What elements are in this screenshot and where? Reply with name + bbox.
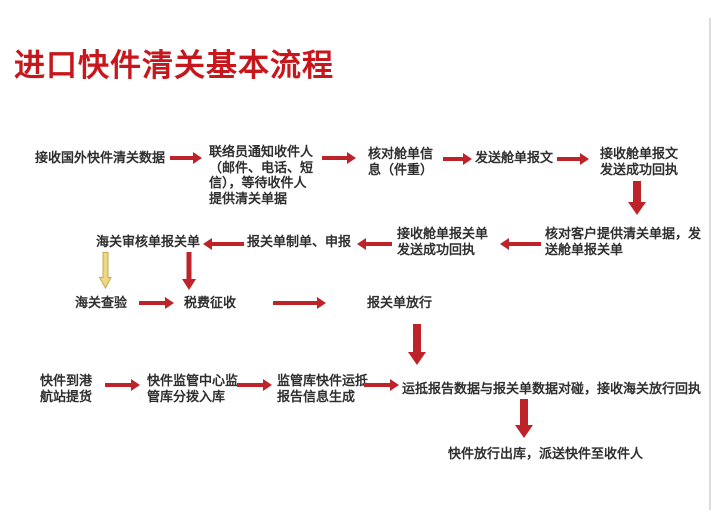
- node-data-matching-release-receipt: 运抵报告数据与报关单数据对碰，接收海关放行回执: [402, 381, 702, 396]
- node-pickup-at-terminal: 快件到港 航站提货: [40, 373, 93, 404]
- node-receive-declaration-receipt: 接收舱单报关单 发送成功回执: [397, 226, 489, 257]
- node-arrival-report-generated: 监管库快件运抵 报告信息生成: [277, 373, 369, 404]
- arrow-down-icon: [408, 324, 426, 365]
- node-supervision-center-warehouse: 快件监管中心监 管库分拨入库: [147, 373, 239, 404]
- arrow-down-icon: [181, 252, 196, 290]
- node-create-declaration: 报关单制单、申报: [247, 234, 352, 249]
- arrow-right-icon: [364, 379, 399, 391]
- node-declaration-release: 报关单放行: [367, 295, 433, 310]
- arrow-right-icon: [557, 153, 589, 165]
- page-title: 进口快件清关基本流程: [14, 48, 334, 83]
- node-customs-inspection: 海关查验: [75, 295, 128, 310]
- arrow-right-icon: [170, 152, 202, 164]
- node-notify-consignee: 联络员通知收件人 （邮件、电话、短 信），等待收件人 提供清关单据: [209, 144, 314, 206]
- arrow-right-icon: [273, 297, 326, 309]
- node-customs-review-declaration: 海关审核单报关单: [96, 234, 201, 249]
- page-edge-border: [709, 18, 711, 510]
- arrow-down-icon: [515, 399, 533, 438]
- arrow-down-yellow-icon: [99, 252, 112, 289]
- node-verify-manifest-info: 核对舱单信 息（件重）: [368, 146, 434, 177]
- arrow-right-icon: [105, 379, 140, 391]
- arrow-right-icon: [237, 379, 272, 391]
- node-receive-manifest-receipt: 接收舱单报文 发送成功回执: [600, 146, 679, 177]
- node-receive-overseas-clearance-data: 接收国外快件清关数据: [35, 150, 166, 165]
- arrow-left-icon: [357, 238, 392, 250]
- arrow-left-icon: [203, 238, 244, 250]
- node-tax-collection: 税费征收: [184, 295, 237, 310]
- arrow-right-icon: [139, 297, 174, 309]
- arrow-down-icon: [628, 181, 646, 215]
- node-verify-customer-docs: 核对客户提供清关单据，发 送舱单报关单: [545, 226, 702, 257]
- arrow-right-icon: [443, 153, 472, 165]
- node-send-manifest-message: 发送舱单报文: [475, 150, 554, 165]
- arrow-right-icon: [322, 152, 356, 164]
- node-release-and-deliver: 快件放行出库，派送快件至收件人: [448, 446, 644, 461]
- arrow-left-icon: [500, 238, 541, 250]
